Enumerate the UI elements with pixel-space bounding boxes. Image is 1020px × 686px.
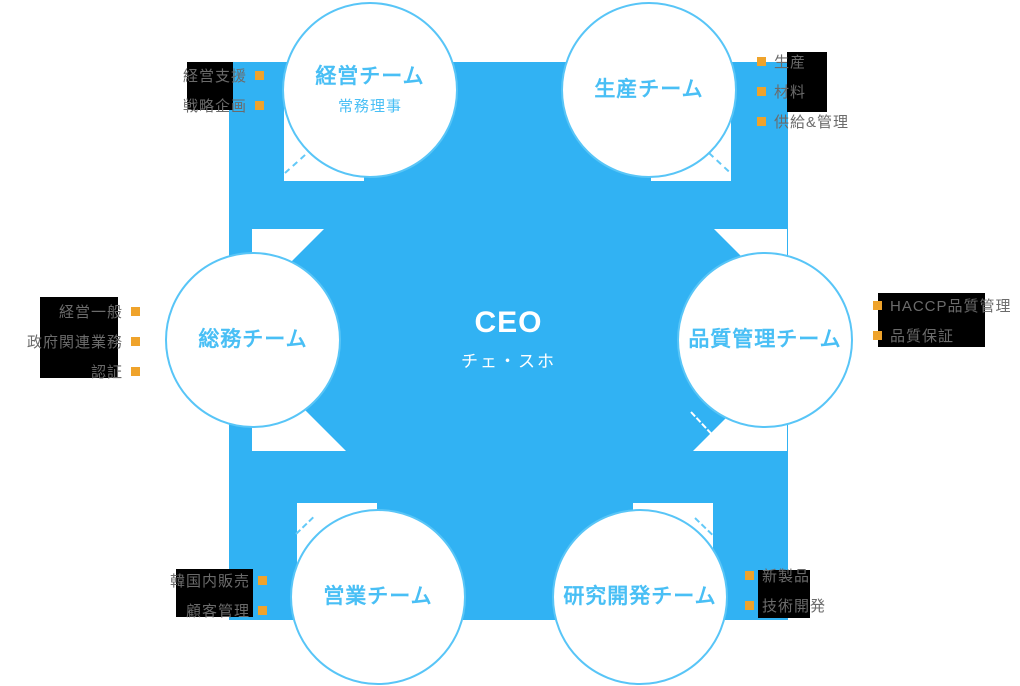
- duty-list-production: 生産 材料 供給&管理: [757, 46, 849, 136]
- duty-label: HACCP品質管理: [890, 297, 1012, 315]
- duty-item: 顧客管理: [186, 595, 267, 625]
- duty-label: 供給&管理: [774, 113, 850, 131]
- label-backdrop: [176, 569, 253, 617]
- duty-item: 政府関連業務: [27, 326, 140, 356]
- bullet-square-icon: [873, 300, 882, 310]
- team-circle-sales: 営業チーム: [290, 509, 466, 685]
- team-name: 総務チーム: [198, 328, 308, 352]
- team-circle-quality-control: 品質管理チーム: [677, 252, 853, 428]
- team-name: 品質管理チーム: [688, 328, 842, 352]
- bullet-square-icon: [255, 70, 264, 80]
- duty-label: 韓国内販売: [169, 572, 250, 590]
- team-circle-rnd: 研究開発チーム: [552, 509, 728, 685]
- duty-label: 認証: [90, 363, 123, 381]
- team-subtitle: 常務理事: [337, 97, 402, 115]
- duty-label: 技術開発: [762, 597, 827, 615]
- duty-label: 品質保証: [890, 327, 955, 345]
- duty-list-quality-control: HACCP品質管理 品質保証: [873, 290, 1012, 350]
- team-name: 生産チーム: [594, 78, 704, 102]
- duty-item: 韓国内販売: [170, 565, 267, 595]
- duty-item: 経営一般: [59, 296, 140, 326]
- duty-item: 経営支援: [183, 60, 264, 90]
- duty-label: 材料: [774, 83, 807, 101]
- ceo-block: CEO チェ・スホ: [229, 306, 788, 372]
- team-name: 経営チーム: [315, 65, 425, 89]
- team-circle-management: 経営チーム 常務理事: [282, 2, 458, 178]
- duty-list-general-affairs: 経営一般 政府関連業務 認証: [27, 296, 140, 386]
- bullet-square-icon: [258, 575, 267, 585]
- team-name: 営業チーム: [323, 585, 433, 609]
- bullet-square-icon: [757, 86, 766, 96]
- duty-item: 新製品: [745, 560, 810, 590]
- team-circle-general-affairs: 総務チーム: [165, 252, 341, 428]
- duty-item: 技術開発: [745, 590, 826, 620]
- duty-item: 品質保証: [873, 320, 954, 350]
- duty-label: 顧客管理: [185, 602, 250, 620]
- duty-item: 認証: [91, 356, 140, 386]
- ceo-title: CEO: [474, 306, 543, 339]
- bullet-square-icon: [745, 600, 754, 610]
- team-circle-production: 生産チーム: [561, 2, 737, 178]
- duty-item: 材料: [757, 76, 806, 106]
- duty-item: 生産: [757, 46, 806, 76]
- duty-label: 政府関連業務: [26, 333, 123, 351]
- bullet-square-icon: [131, 336, 140, 346]
- label-backdrop: [758, 570, 810, 618]
- bullet-square-icon: [131, 366, 140, 376]
- duty-label: 経営支援: [182, 67, 247, 85]
- label-backdrop: [878, 293, 985, 347]
- duty-item: HACCP品質管理: [873, 290, 1012, 320]
- duty-label: 生産: [774, 53, 807, 71]
- duty-list-rnd: 新製品 技術開発: [745, 560, 826, 620]
- bullet-square-icon: [757, 56, 766, 66]
- bullet-square-icon: [745, 570, 754, 580]
- duty-label: 戦略企画: [182, 97, 247, 115]
- duty-label: 新製品: [762, 567, 811, 585]
- bullet-square-icon: [757, 116, 766, 126]
- label-backdrop: [787, 52, 827, 112]
- bullet-square-icon: [258, 605, 267, 615]
- duty-item: 戦略企画: [183, 90, 264, 120]
- ceo-name: チェ・スホ: [461, 352, 556, 371]
- label-backdrop: [40, 297, 118, 378]
- team-name: 研究開発チーム: [563, 585, 717, 609]
- duty-list-sales: 韓国内販売 顧客管理: [170, 565, 267, 625]
- bullet-square-icon: [255, 100, 264, 110]
- duty-item: 供給&管理: [757, 106, 849, 136]
- duty-label: 経営一般: [58, 303, 123, 321]
- bullet-square-icon: [873, 330, 882, 340]
- label-backdrop: [187, 62, 233, 110]
- bullet-square-icon: [131, 306, 140, 316]
- duty-list-management: 経営支援 戦略企画: [183, 60, 264, 120]
